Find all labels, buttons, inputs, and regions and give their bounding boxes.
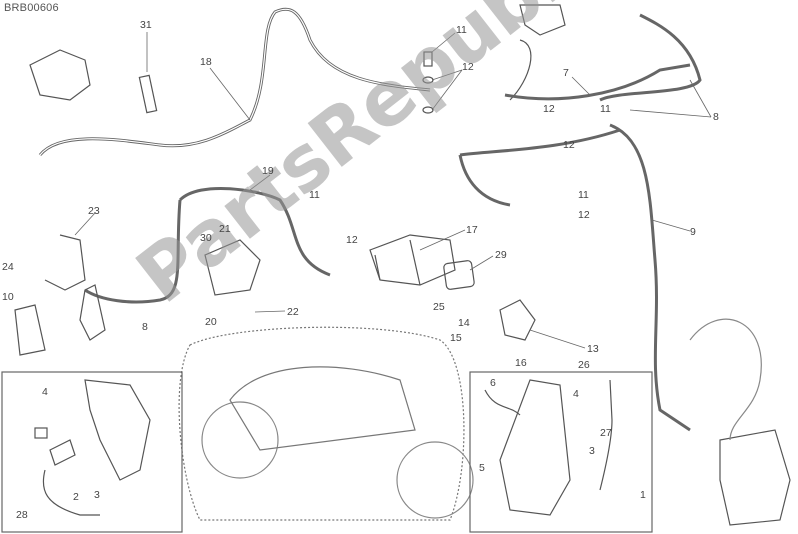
- callout-21: 21: [219, 223, 231, 235]
- callout-16: 16: [515, 357, 527, 369]
- callout-25: 25: [433, 301, 445, 313]
- callout-12: 12: [543, 103, 555, 115]
- callout-11: 11: [456, 24, 467, 36]
- callout-12: 12: [578, 209, 590, 221]
- callout-30: 30: [200, 232, 212, 244]
- callout-11: 11: [578, 189, 589, 201]
- callout-2: 2: [73, 491, 79, 503]
- callout-8: 8: [142, 321, 148, 333]
- callout-10: 10: [2, 291, 14, 303]
- callout-22: 22: [287, 306, 299, 318]
- callout-20: 20: [205, 316, 217, 328]
- callout-6: 6: [490, 377, 496, 389]
- callout-13: 13: [587, 343, 599, 355]
- callout-3: 3: [589, 445, 595, 457]
- front-caliper-icon: [719, 429, 791, 526]
- callout-26: 26: [578, 359, 590, 371]
- callout-4: 4: [573, 388, 579, 400]
- callout-8: 8: [713, 111, 719, 123]
- callout-29: 29: [495, 249, 507, 261]
- callout-5: 5: [479, 462, 485, 474]
- callout-4: 4: [42, 386, 48, 398]
- callout-18: 18: [200, 56, 212, 68]
- callout-24: 24: [2, 261, 14, 273]
- abs-unit-icon: [369, 234, 456, 286]
- callout-17: 17: [466, 224, 478, 236]
- callout-11: 11: [600, 103, 611, 115]
- rear-caliper-icon: [29, 49, 91, 101]
- callout-11: 11: [309, 189, 320, 201]
- callout-9: 9: [690, 226, 696, 238]
- callout-28: 28: [16, 509, 28, 521]
- callout-12: 12: [346, 234, 358, 246]
- diagram-code: BRB00606: [4, 2, 59, 14]
- callout-3: 3: [94, 489, 100, 501]
- callout-19: 19: [262, 165, 274, 177]
- callout-14: 14: [458, 317, 470, 329]
- callout-15: 15: [450, 332, 462, 344]
- callout-27: 27: [600, 427, 612, 439]
- callout-23: 23: [88, 205, 100, 217]
- callout-12: 12: [563, 139, 575, 151]
- callout-12: 12: [462, 61, 474, 73]
- callout-31: 31: [140, 19, 152, 31]
- callout-1: 1: [640, 489, 646, 501]
- callout-7: 7: [563, 67, 569, 79]
